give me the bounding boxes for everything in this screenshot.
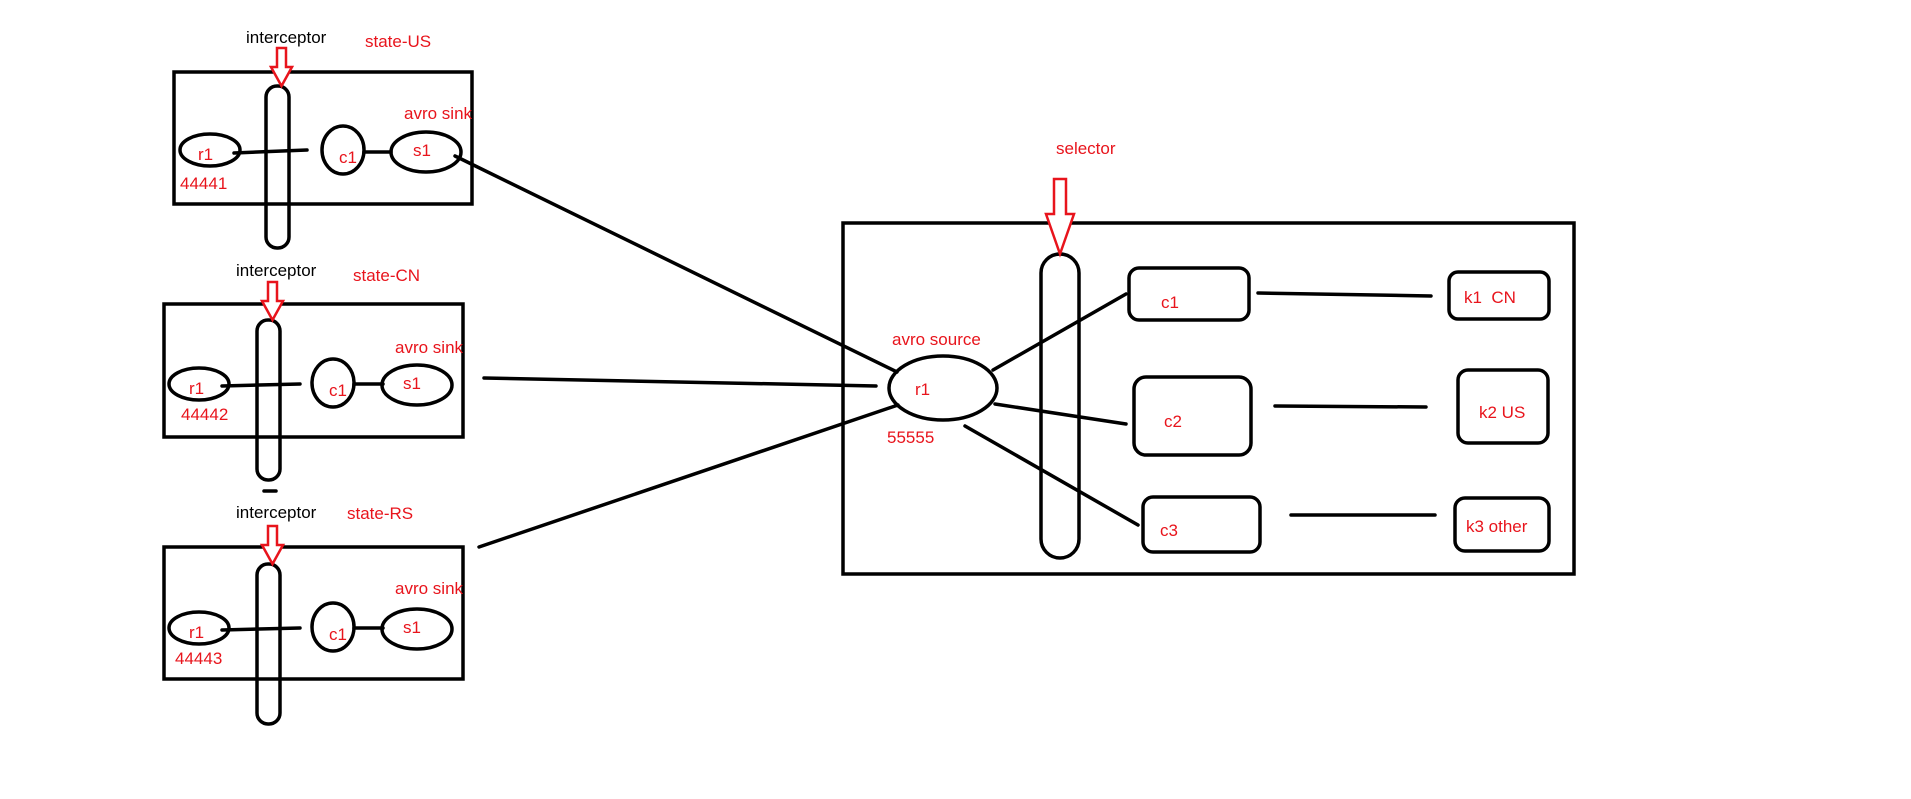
agent-rs-link-source: [220, 626, 302, 632]
sink-k3-label: k3 other: [1466, 517, 1528, 536]
agent-cn-source-node: [167, 366, 231, 402]
agent-us-interceptor-arrow: [268, 46, 295, 89]
agent-us-link-source: [232, 148, 309, 155]
agent-cn-port-label: 44442: [181, 405, 228, 424]
agent-rs-channel-label: c1: [329, 625, 347, 644]
agent-us-box: [172, 70, 474, 206]
agent-cn-sink-label: s1: [403, 374, 421, 393]
agent-rs-source-node: [167, 610, 231, 646]
selector-label: selector: [1056, 139, 1116, 158]
collector-source-node: [887, 354, 999, 422]
channel-c1-label: c1: [1161, 293, 1179, 312]
agent-rs-interceptor-arrow: [259, 524, 286, 567]
channel-c3-box: [1141, 495, 1262, 554]
link-source-to-c1: [991, 292, 1128, 372]
collector-box: [841, 221, 1576, 576]
link-cn-to-collector: [482, 376, 878, 388]
agent-cn-source-label: r1: [189, 379, 204, 398]
agent-cn-state-label: state-CN: [353, 266, 420, 285]
agent-us-interceptor-label: interceptor: [246, 28, 327, 47]
agent-rs-interceptor-bar: [255, 562, 282, 726]
sink-k2-box: [1456, 368, 1550, 445]
agent-us-source-label: r1: [198, 145, 213, 164]
agent-cn-box: [162, 302, 465, 439]
agent-cn-interceptor-bar: [255, 318, 282, 482]
agent-rs-source-label: r1: [189, 623, 204, 642]
link-source-to-c3: [963, 424, 1140, 527]
sink-k1-label: k1 CN: [1464, 288, 1516, 307]
agent-rs-sink-label: s1: [403, 618, 421, 637]
collector-agent: selector avro source r1 55555 c1 c2 c3 k…: [841, 139, 1576, 576]
agent-cn-interceptor-label: interceptor: [236, 261, 317, 280]
link-c1-to-k1: [1256, 291, 1433, 298]
agent-us-sink-label: s1: [413, 141, 431, 160]
agent-us-channel-label: c1: [339, 148, 357, 167]
agent-rs-sink-type-label: avro sink: [395, 579, 464, 598]
link-rs-to-collector: [477, 403, 900, 549]
agent-us-state-label: state-US: [365, 32, 431, 51]
link-c2-to-k2: [1273, 404, 1428, 409]
agent-rs-box: [162, 545, 465, 681]
collector-source-type-label: avro source: [892, 330, 981, 349]
channel-c1-box: [1127, 266, 1251, 322]
agent-cn-channel-label: c1: [329, 381, 347, 400]
agent-cn-link-source: [220, 382, 302, 388]
agent-us-sink-type-label: avro sink: [404, 104, 473, 123]
agent-rs: interceptor state-RS avro sink r1 44443 …: [162, 503, 465, 726]
agent-us-source-node: [178, 132, 242, 168]
collector-port-label: 55555: [887, 428, 934, 447]
collector-source-label: r1: [915, 380, 930, 399]
agent-us-port-label: 44441: [180, 174, 227, 193]
agent-rs-state-label: state-RS: [347, 504, 413, 523]
agent-rs-interceptor-label: interceptor: [236, 503, 317, 522]
channel-c2-box: [1132, 375, 1253, 457]
sink-k1-box: [1447, 270, 1551, 321]
sink-k3-box: [1453, 496, 1551, 553]
agent-rs-port-label: 44443: [175, 649, 222, 668]
agent-cn: interceptor state-CN avro sink r1 44442 …: [162, 261, 465, 493]
selector-arrow: [1044, 177, 1076, 258]
agent-cn-interceptor-arrow: [259, 280, 286, 323]
channel-c3-label: c3: [1160, 521, 1178, 540]
sink-k2-label: k2 US: [1479, 403, 1525, 422]
agent-cn-sink-type-label: avro sink: [395, 338, 464, 357]
link-us-to-collector: [453, 154, 899, 374]
agent-us-channel-node: [320, 124, 366, 176]
agent-us: interceptor state-US avro sink r1 44441 …: [172, 28, 474, 250]
link-source-to-c2: [993, 402, 1128, 426]
channel-c2-label: c2: [1164, 412, 1182, 431]
selector-bar: [1039, 252, 1081, 560]
agent-us-interceptor-bar: [264, 84, 291, 250]
